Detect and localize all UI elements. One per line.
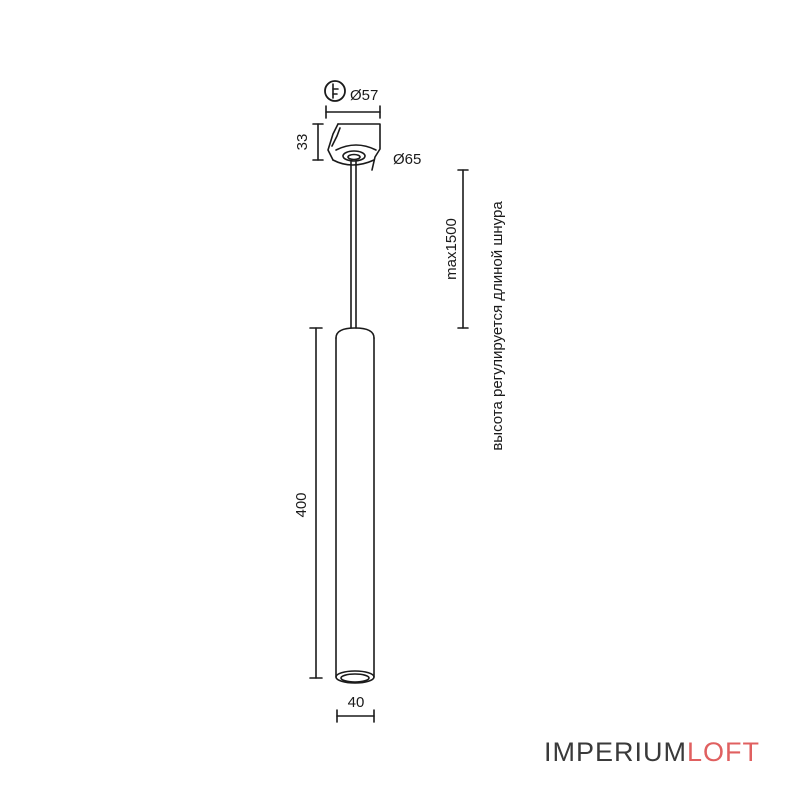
body-diameter-dimension <box>336 709 375 723</box>
canopy-bottom-diameter-label: Ø65 <box>393 151 421 168</box>
cable-adjust-note: высота регулируется длиной шнура <box>489 201 506 451</box>
canopy <box>327 123 381 171</box>
body-length-label: 400 <box>293 492 310 517</box>
lock-icon <box>324 80 346 102</box>
suspension-cable <box>350 161 357 329</box>
imperiumloft-logo: IMPERIUMLOFT <box>544 737 760 767</box>
logo-part-loft: LOFT <box>687 737 760 767</box>
cable-length-dimension <box>457 169 469 329</box>
lamp-body <box>335 327 375 684</box>
body-length-dimension <box>309 327 323 679</box>
canopy-top-diameter-dimension <box>325 105 381 119</box>
canopy-height-label: 33 <box>294 134 311 151</box>
canopy-height-dimension <box>312 123 324 161</box>
logo-part-imperium: IMPERIUM <box>544 737 687 767</box>
body-diameter-label: 40 <box>348 694 365 711</box>
canopy-top-diameter-label: Ø57 <box>350 87 378 104</box>
cable-length-label: max1500 <box>443 218 460 280</box>
